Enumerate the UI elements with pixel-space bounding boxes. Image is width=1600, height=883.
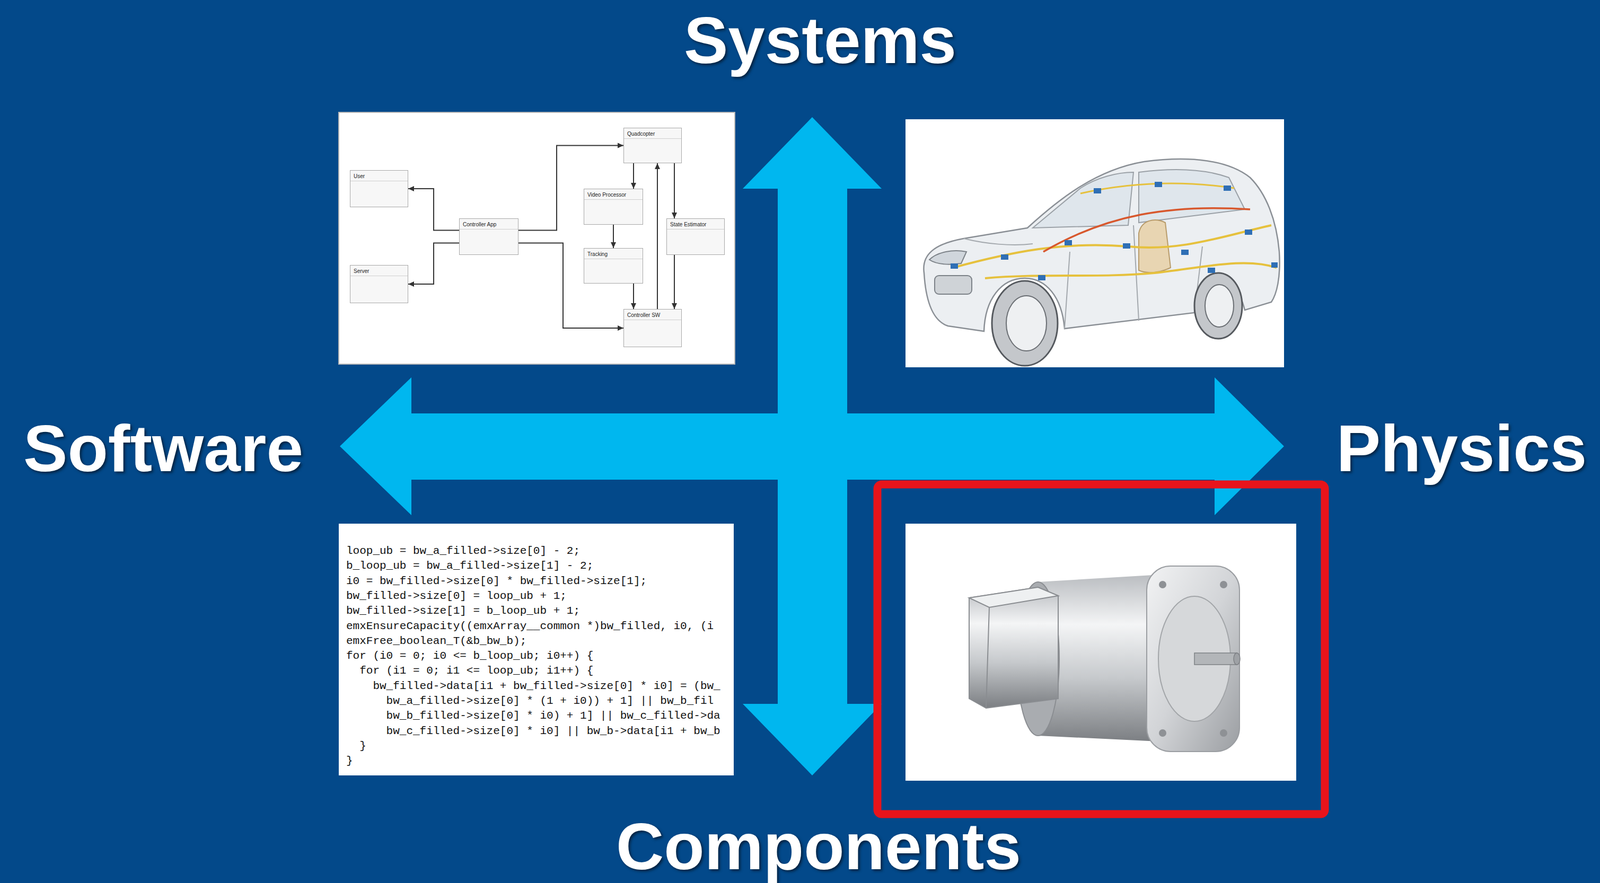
motor-panel (905, 523, 1297, 781)
code-line: for (i0 = 0; i0 <= b_loop_ub; i0++) { (346, 648, 594, 664)
block-box: Quadcopter (623, 127, 682, 164)
code-slot: bw_b_filled->size[0] * i0) + 1] || bw_c_… (386, 708, 721, 724)
label-slot: Software (23, 415, 304, 482)
code-slot: i0 = bw_filled->size[0] * bw_filled->siz… (346, 574, 647, 589)
car-wheel (1194, 273, 1243, 339)
box-header-rule (350, 180, 408, 182)
motor-flange (1146, 566, 1240, 752)
code-slot: loop_ub = bw_a_filled->size[0] - 2; (346, 543, 580, 559)
car-headlight (929, 250, 967, 265)
car-wire (953, 225, 1272, 268)
connector-line (612, 224, 614, 249)
connector-line (673, 163, 675, 219)
car-rim (1205, 284, 1234, 328)
connector-line (656, 163, 658, 310)
connector-line (673, 255, 675, 310)
code-slot: bw_filled->size[0] = loop_ub + 1; (346, 588, 567, 604)
code-line: loop_ub = bw_a_filled->size[0] - 2; (346, 543, 580, 559)
code-line: bw_b_filled->size[0] * i0) + 1] || bw_c_… (386, 708, 721, 724)
box-header-rule (623, 319, 682, 321)
code-line: emxEnsureCapacity((emxArray__common *)bw… (346, 619, 714, 635)
connector-line (408, 243, 460, 285)
car-rim (1006, 295, 1047, 351)
box-header-rule (350, 275, 408, 277)
label-slot: Systems (683, 6, 957, 74)
block-box: User (349, 170, 409, 208)
code-slot: bw_a_filled->size[0] * (1 + i0)) + 1] ||… (386, 693, 715, 709)
code-slot: bw_c_filled->size[0] * i0] || bw_b->data… (386, 724, 721, 740)
code-line: bw_filled->size[1] = b_loop_ub + 1; (346, 603, 580, 619)
code-slot: emxFree_boolean_T(&b_bw_b); (346, 634, 527, 649)
code-line: for (i1 = 0; i1 <= loop_ub; i1++) { (359, 663, 594, 679)
label-slot: Components (616, 813, 1022, 880)
terminal-box-lid (969, 587, 1059, 608)
car-panel (905, 119, 1285, 368)
code-listing: loop_ub = bw_a_filled->size[0] - 2;b_loo… (338, 523, 734, 776)
block-box: Controller SW (623, 309, 682, 348)
motor-shaft (1194, 653, 1237, 665)
highlight-frame (877, 484, 1325, 815)
code-panel (338, 523, 734, 776)
label-slot: Physics (1336, 415, 1588, 482)
code-line: bw_a_filled->size[0] * (1 + i0)) + 1] ||… (386, 693, 715, 709)
block-title: Video Processor (584, 189, 630, 200)
terminal-box (969, 587, 1059, 709)
axis-label: Systems (683, 6, 957, 74)
block-box: Server (349, 265, 409, 304)
terminal-box-edge (986, 607, 990, 709)
block-box: Video Processor (583, 188, 644, 225)
code-slot: bw_filled->data[i1 + bw_filled->size[0] … (372, 679, 720, 694)
block-title: Tracking (584, 249, 611, 259)
car-wire (985, 262, 1277, 279)
code-slot: for (i1 = 0; i1 <= loop_ub; i1++) { (359, 663, 594, 679)
block-box: State Estimator (666, 218, 725, 256)
code-slot: b_loop_ub = bw_a_filled->size[1] - 2; (346, 558, 594, 574)
code-line: bw_filled->data[i1 + bw_filled->size[0] … (372, 679, 720, 694)
car-illustration (905, 119, 1285, 368)
code-line: } (359, 739, 367, 754)
code-line: bw_c_filled->size[0] * i0] || bw_b->data… (386, 724, 721, 740)
code-slot: } (359, 739, 367, 754)
diagram-panel (338, 112, 735, 365)
connector-line (408, 188, 460, 231)
shaft-end (1233, 653, 1241, 665)
code-line: b_loop_ub = bw_a_filled->size[1] - 2; (346, 558, 594, 574)
box-header-rule (584, 258, 643, 260)
connector-line (633, 283, 635, 310)
motor-illustration (905, 523, 1297, 781)
car-wheel (991, 280, 1058, 366)
code-slot: for (i0 = 0; i0 <= b_loop_ub; i0++) { (346, 648, 594, 664)
car-grille (934, 275, 972, 295)
car-ecus (950, 181, 1278, 281)
code-line: i0 = bw_filled->size[0] * bw_filled->siz… (346, 574, 647, 589)
code-slot: bw_filled->size[1] = b_loop_ub + 1; (346, 603, 580, 619)
block-title: State Estimator (666, 219, 710, 230)
car-window (1138, 169, 1245, 223)
axis-label: Software (23, 415, 304, 482)
axis-label: Physics (1336, 415, 1588, 482)
box-header-rule (584, 199, 643, 200)
block-title: Controller SW (623, 310, 664, 320)
box-header-rule (623, 138, 682, 139)
car-body (923, 159, 1280, 332)
code-line: emxFree_boolean_T(&b_bw_b); (346, 634, 527, 649)
block-title: User (350, 171, 368, 181)
code-slot: emxEnsureCapacity((emxArray__common *)bw… (346, 619, 714, 635)
block-box: Tracking (583, 248, 644, 284)
block-box: Controller App (459, 218, 519, 256)
code-line: } (346, 753, 354, 769)
code-slot: } (346, 753, 354, 769)
block-title: Controller App (459, 219, 500, 230)
block-title: Quadcopter (623, 128, 658, 139)
code-line: bw_filled->size[0] = loop_ub + 1; (346, 588, 567, 604)
car-wire (1043, 208, 1251, 252)
box-header-rule (459, 229, 518, 230)
connector-line (633, 163, 635, 189)
block-title: Server (350, 266, 373, 276)
axis-label: Components (616, 813, 1022, 880)
box-header-rule (666, 229, 725, 230)
